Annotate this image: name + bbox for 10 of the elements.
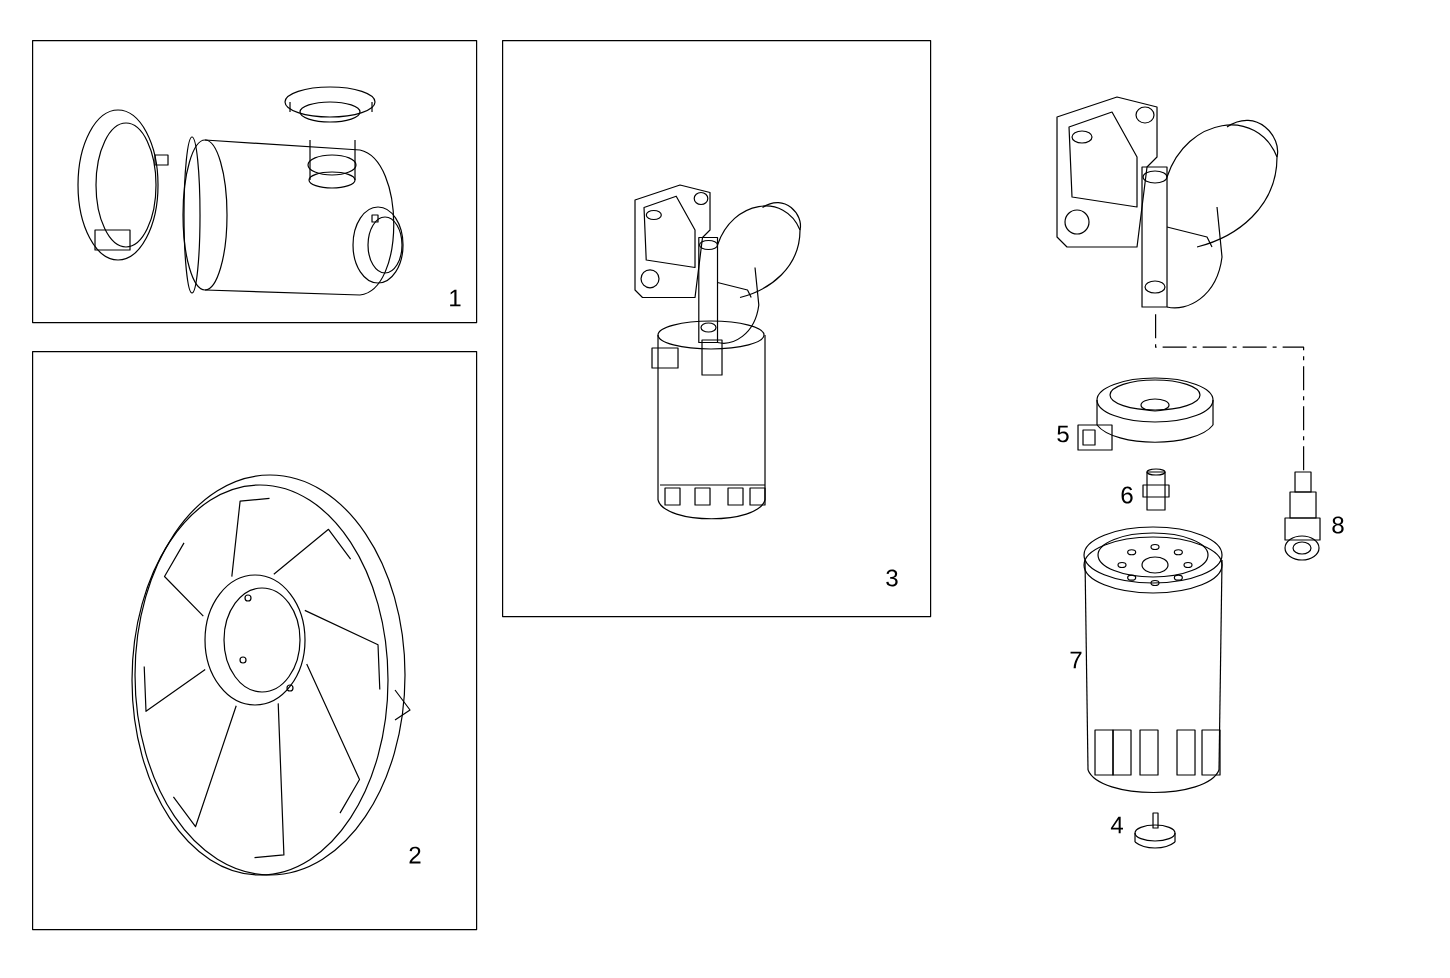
panel: 1 [32,40,478,324]
panel: 3 [502,40,932,618]
callout-number: 7 [1070,651,1082,669]
filter-head-drawing [1056,96,1279,309]
leader-line [1155,313,1305,473]
panel: 2 [32,351,478,931]
callout-number: 6 [1121,486,1133,504]
sensor-drawing [1284,471,1321,561]
callout-number: 4 [1110,816,1123,834]
callout-number: 5 [1057,425,1069,443]
